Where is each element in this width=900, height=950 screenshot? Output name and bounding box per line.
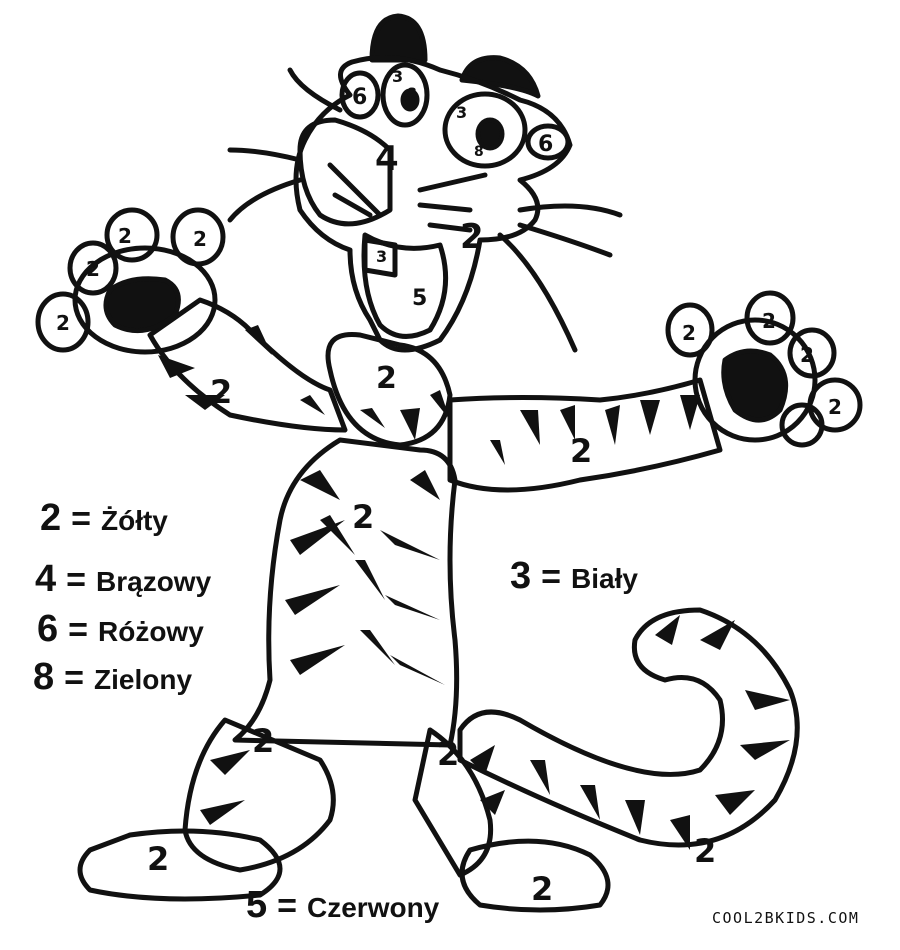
num-cheek: 2 [460, 217, 484, 257]
num-forehead: 4 [375, 139, 399, 179]
legend-equals: = [68, 611, 88, 649]
num-right-toe-4: 2 [828, 395, 842, 419]
left-toe-1 [35, 291, 91, 353]
num-chin: 2 [376, 361, 397, 396]
num-left-leg: 2 [252, 722, 274, 760]
ear-tip-right [459, 55, 541, 99]
num-right-toe-2: 2 [762, 309, 776, 333]
right-toe-1 [665, 302, 715, 358]
legend-row-3: 3 = Biały [510, 555, 638, 598]
num-right-toe-1: 2 [682, 321, 696, 345]
legend-number: 4 [35, 558, 57, 600]
legend-equals: = [71, 500, 91, 538]
num-tail: 2 [694, 832, 716, 870]
legend-color-name: Czerwony [307, 892, 440, 923]
left-foot [77, 828, 283, 902]
eye-right [442, 91, 528, 169]
num-right-arm: 2 [570, 432, 592, 470]
num-left-toe-1: 2 [56, 311, 70, 335]
left-leg [182, 717, 336, 873]
num-left-toe-4: 2 [193, 227, 207, 251]
legend-equals: = [64, 659, 84, 697]
inner-ear-left [339, 70, 381, 120]
num-eye-left-white: 3 [392, 67, 403, 86]
site-credit: COOL2BKIDS.COM [712, 909, 860, 927]
num-eye-right-iris: 8 [474, 144, 484, 160]
mouth [361, 232, 449, 339]
body [232, 437, 460, 748]
left-toe-4 [170, 207, 226, 267]
ear-tip-left [369, 13, 428, 63]
num-left-arm: 2 [210, 373, 232, 411]
num-left-toe-2: 2 [86, 257, 100, 281]
legend-color-name: Biały [571, 563, 638, 594]
right-toe-2 [744, 290, 796, 346]
num-tongue: 5 [412, 286, 427, 311]
num-right-leg: 2 [437, 735, 459, 773]
legend-number: 6 [37, 608, 59, 650]
teeth [362, 237, 398, 278]
whiskers [227, 67, 623, 353]
right-toe-5 [779, 402, 825, 448]
legend-equals: = [541, 558, 561, 596]
legend-equals: = [66, 561, 86, 599]
eye-left [380, 62, 430, 128]
legend-color-name: Żółty [101, 505, 168, 536]
num-eye-left-iris: 8 [407, 86, 417, 102]
right-arm [447, 377, 723, 493]
right-toe-3 [787, 327, 837, 379]
stripes [158, 325, 790, 850]
legend-color-name: Brązowy [96, 566, 212, 597]
left-toe-2 [67, 240, 119, 296]
right-foot [459, 838, 611, 913]
num-teeth: 3 [376, 247, 387, 266]
legend-number: 3 [510, 555, 532, 597]
legend-row-5: 5 = Czerwony [246, 884, 439, 927]
num-right-foot: 2 [531, 870, 553, 908]
jaw-stripes [327, 162, 488, 233]
num-right-toe-3: 2 [800, 343, 814, 367]
legend-equals: = [277, 887, 297, 925]
left-toe-3 [104, 207, 160, 263]
legend-row-6: 6 = Różowy [37, 608, 204, 651]
num-left-toe-3: 2 [118, 224, 132, 248]
legend-number: 5 [246, 884, 268, 926]
head-outline [293, 55, 573, 353]
legend-row-2: 2 = Żółty [40, 497, 168, 540]
num-left-foot: 2 [147, 840, 169, 878]
inner-ear-right [525, 123, 571, 161]
num-ear-right: 6 [538, 132, 553, 157]
legend-number: 2 [40, 497, 62, 539]
num-body: 2 [352, 498, 374, 536]
right-paw [692, 317, 818, 443]
legend-row-4: 4 = Brązowy [35, 558, 211, 601]
legend-color-name: Zielony [94, 664, 193, 695]
legend-row-8: 8 = Zielony [33, 656, 192, 699]
num-ear-left: 6 [352, 85, 367, 110]
muzzle [297, 117, 393, 227]
right-leg [412, 727, 494, 878]
left-arm [147, 297, 348, 433]
tail [457, 607, 800, 848]
legend-number: 8 [33, 656, 55, 698]
legend-color-name: Różowy [98, 616, 204, 647]
num-eye-right-white: 3 [456, 103, 467, 122]
